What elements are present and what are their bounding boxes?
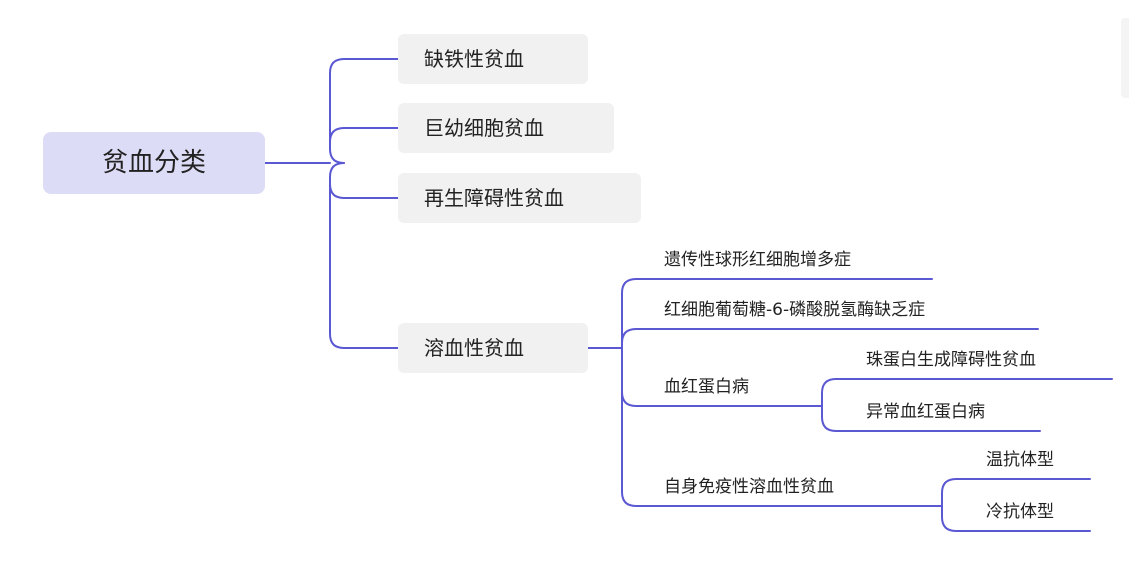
node-iron-deficiency-anemia[interactable]: 缺铁性贫血 xyxy=(398,34,588,84)
branch-g6pd xyxy=(621,328,1039,349)
node-abnormal-hemoglobin-disease[interactable]: 异常血红蛋白病 xyxy=(866,402,985,422)
node-aplastic-anemia[interactable]: 再生障碍性贫血 xyxy=(398,173,641,223)
branch-aplastic xyxy=(329,162,399,199)
node-hereditary-spherocytosis[interactable]: 遗传性球形红细胞增多症 xyxy=(664,250,851,270)
branch-autoimmune xyxy=(621,391,943,507)
branch-spherocytosis xyxy=(621,278,933,349)
node-autoimmune-hemolytic-anemia[interactable]: 自身免疫性溶血性贫血 xyxy=(664,477,834,497)
node-thalassemia[interactable]: 珠蛋白生成障碍性贫血 xyxy=(866,350,1036,370)
branch-iron xyxy=(329,58,399,164)
branch-abnormal-hb xyxy=(821,405,1041,432)
node-hemoglobinopathy[interactable]: 血红蛋白病 xyxy=(664,377,749,397)
side-panel-edge[interactable] xyxy=(1121,18,1129,98)
node-megaloblastic-anemia[interactable]: 巨幼细胞贫血 xyxy=(398,103,614,153)
node-cold-antibody-type[interactable]: 冷抗体型 xyxy=(986,502,1054,522)
branch-hemolytic xyxy=(329,176,399,349)
branch-megaloblastic xyxy=(329,127,399,150)
node-g6pd-deficiency[interactable]: 红细胞葡萄糖-6-磷酸脱氢酶缺乏症 xyxy=(664,300,926,320)
branch-cold xyxy=(941,505,1091,532)
node-hemolytic-anemia[interactable]: 溶血性贫血 xyxy=(398,323,588,373)
branch-thalassemia xyxy=(821,378,1113,407)
root-node-anemia-classification[interactable]: 贫血分类 xyxy=(43,132,265,194)
node-warm-antibody-type[interactable]: 温抗体型 xyxy=(986,450,1054,470)
branch-warm xyxy=(941,478,1091,507)
